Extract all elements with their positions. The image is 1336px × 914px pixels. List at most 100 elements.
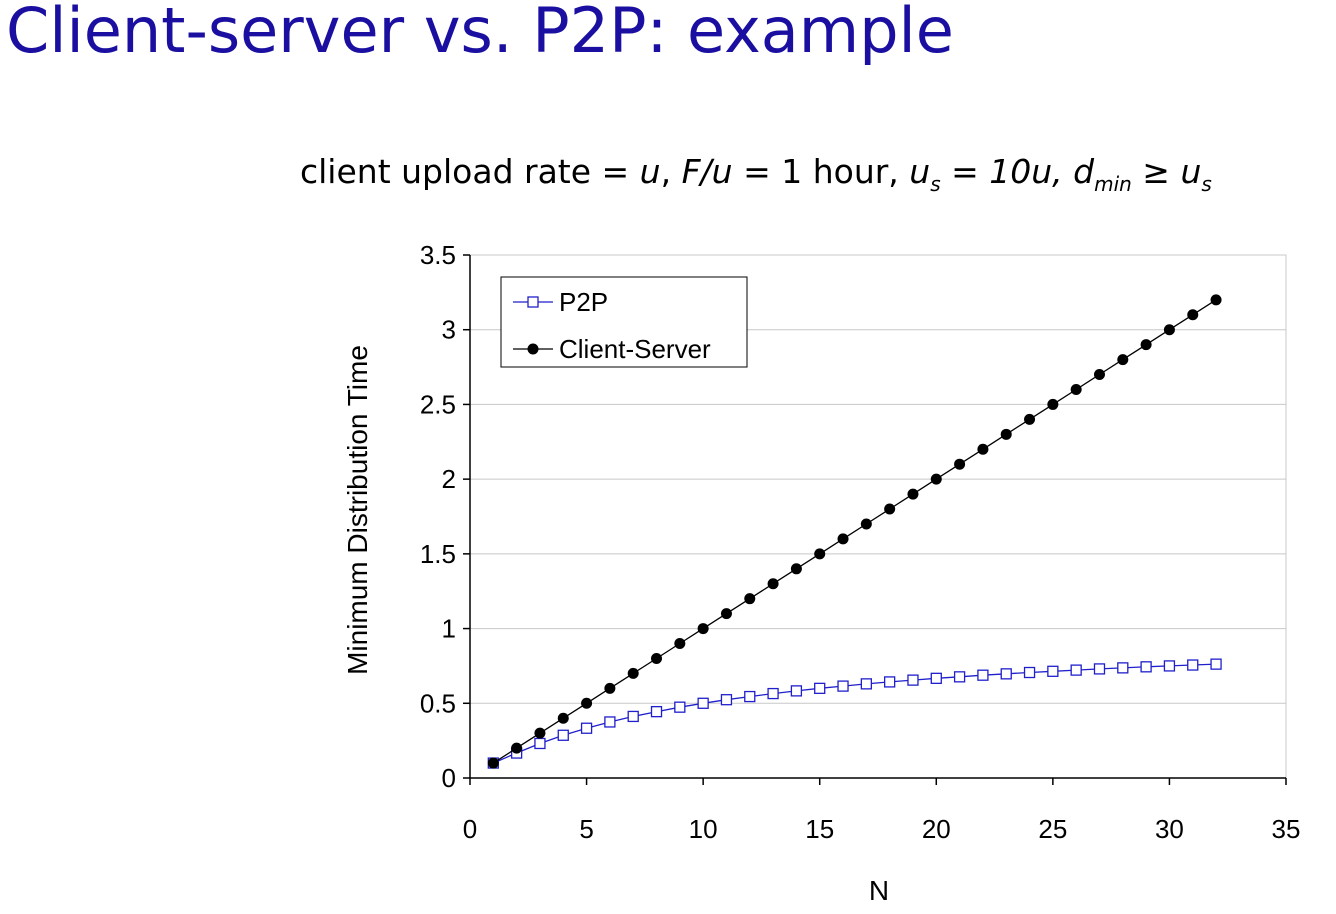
legend-box [500, 276, 748, 368]
data-point [511, 742, 523, 754]
data-point [1093, 663, 1106, 675]
data-point [1023, 666, 1036, 679]
y-axis-label: Minimum Distribution Time [342, 345, 373, 675]
x-tick-label: 0 [463, 814, 477, 844]
slide-title: Client-server vs. P2P: example [6, 0, 954, 67]
data-point [604, 716, 616, 728]
subtitle-fu: F/u [681, 152, 733, 191]
data-point [1140, 339, 1152, 351]
data-point [627, 667, 639, 679]
x-tick-label: 10 [689, 814, 718, 844]
series-line [493, 663, 1217, 764]
data-point [1140, 661, 1152, 673]
subtitle-us-rest: = 10u, [940, 152, 1074, 191]
series-line [492, 299, 1217, 764]
data-point [1070, 664, 1082, 676]
data-point [534, 737, 546, 750]
subtitle-prefix: client upload rate = [300, 152, 640, 191]
data-point [697, 623, 709, 635]
y-tick-label: 0.5 [420, 688, 456, 718]
data-point [884, 676, 896, 688]
y-tick-label: 2.5 [420, 389, 456, 419]
data-point [1210, 658, 1222, 670]
legend-swatch-marker [527, 296, 539, 308]
data-point [534, 727, 546, 739]
data-point [557, 712, 569, 724]
data-point [581, 697, 593, 709]
series-group [487, 294, 1222, 769]
data-point [884, 503, 896, 515]
series-p2p [487, 658, 1222, 769]
axes [469, 255, 1286, 779]
data-point [697, 697, 709, 709]
data-point [767, 578, 779, 590]
subtitle-u: u [639, 152, 661, 191]
data-point [1117, 354, 1129, 366]
y-tick-label: 3 [442, 315, 456, 345]
series-client-server [487, 294, 1222, 769]
data-point [953, 671, 966, 683]
data-point [720, 608, 732, 620]
data-point [954, 458, 966, 470]
legend-label: Client-Server [559, 334, 711, 364]
data-point [860, 518, 872, 530]
x-tick-label: 30 [1155, 814, 1184, 844]
data-point [837, 533, 849, 545]
data-point [1187, 659, 1199, 671]
data-point [790, 563, 802, 575]
y-tick-label: 2 [442, 464, 456, 494]
subtitle-sep: , [660, 152, 682, 191]
subtitle-us-base: u [909, 152, 931, 191]
data-point [674, 638, 686, 650]
data-point [580, 722, 593, 734]
chart-subtitle: client upload rate = u, F/u = 1 hour, us… [300, 152, 1212, 196]
x-tick-label: 20 [922, 814, 951, 844]
legend-label: P2P [559, 287, 608, 317]
data-point [814, 682, 826, 694]
y-tick-label: 0 [442, 763, 456, 793]
data-point [1117, 662, 1129, 674]
data-point [674, 701, 686, 713]
subtitle-d-sub: min [1094, 172, 1132, 196]
legend-swatch-marker [527, 343, 539, 355]
data-point [837, 680, 849, 692]
data-point [977, 669, 989, 681]
data-point [744, 690, 756, 703]
data-point [487, 757, 499, 769]
data-point [1000, 668, 1012, 680]
subtitle-hour: = 1 hour, [732, 152, 910, 191]
subtitle-geq: ≥ [1131, 152, 1181, 191]
subtitle-d-base: d [1073, 152, 1095, 191]
legend: P2P Client-Server [500, 276, 748, 368]
data-point [1093, 369, 1105, 381]
x-tick-label: 5 [579, 814, 593, 844]
data-point [1024, 413, 1036, 425]
data-point [720, 694, 733, 706]
data-point [1210, 294, 1222, 306]
data-point [1163, 660, 1176, 672]
data-point [814, 548, 826, 560]
y-axis-ticks: 00.511.522.533.5 [420, 240, 470, 793]
data-point [977, 443, 989, 455]
subtitle-us2-base: u [1180, 152, 1202, 191]
data-point [930, 473, 942, 485]
x-tick-label: 35 [1272, 814, 1301, 844]
data-point [604, 682, 616, 694]
subtitle-us2-sub: s [1201, 172, 1212, 196]
data-point [907, 488, 919, 500]
y-tick-label: 3.5 [420, 240, 456, 270]
subtitle-us-sub: s [930, 172, 941, 196]
data-point [860, 678, 872, 690]
data-point [1000, 428, 1012, 440]
data-point [1187, 309, 1199, 321]
x-tick-label: 25 [1038, 814, 1067, 844]
data-point [744, 593, 756, 605]
x-axis-ticks: 0 5 10 15 20 25 30 35 [463, 778, 1301, 844]
data-point [907, 674, 919, 686]
x-tick-label: 15 [805, 814, 834, 844]
data-point [650, 706, 663, 718]
data-point [790, 685, 803, 697]
data-point [767, 687, 779, 700]
data-point [627, 710, 639, 723]
